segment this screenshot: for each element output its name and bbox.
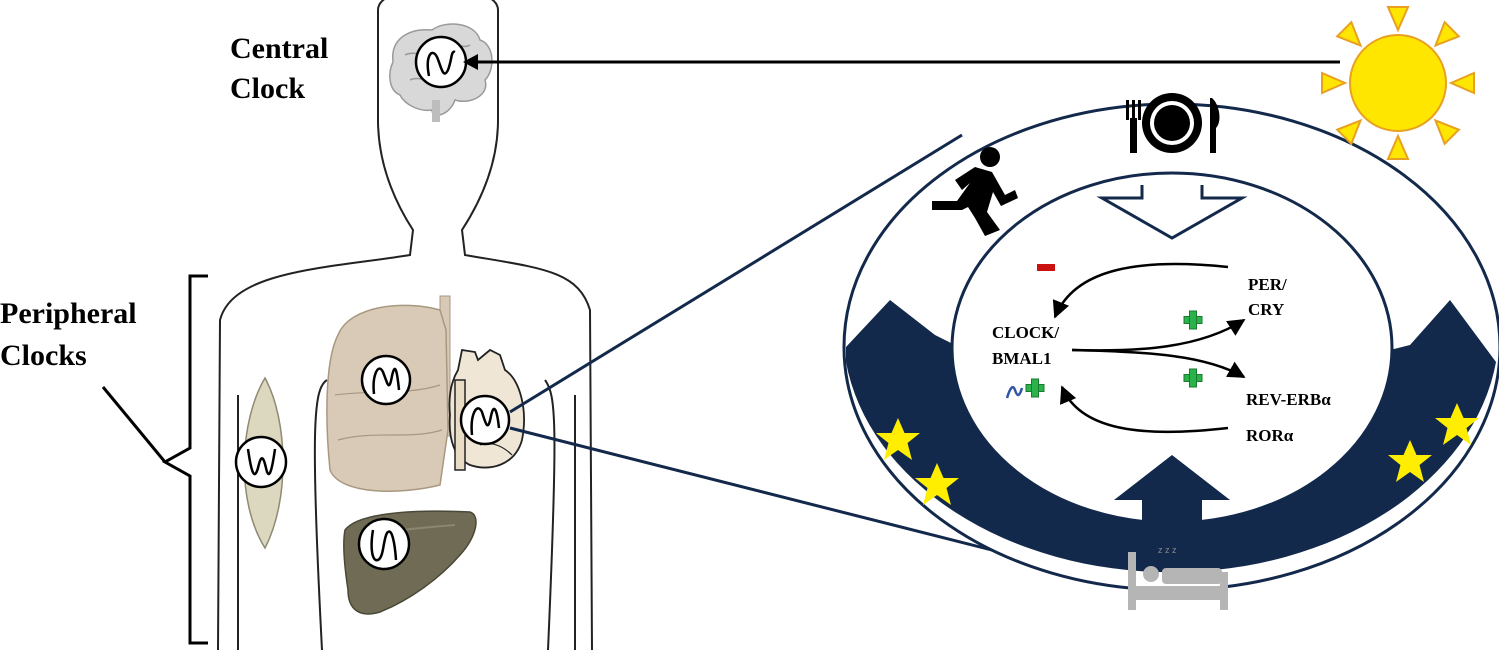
clock-symbol-lungs — [360, 354, 412, 406]
human-body-outline — [217, 0, 593, 650]
oscillation-wave-icon — [1005, 386, 1024, 399]
sleep-input-arrow — [1114, 455, 1230, 548]
molecular-feedback-loop: CLOCK/ BMAL1 PER/ CRY REV-ERBα RORα — [992, 262, 1331, 445]
bed-icon: z z z — [1128, 545, 1228, 610]
clock-symbol-heart — [459, 394, 511, 446]
plate-cutlery-icon — [1126, 93, 1220, 153]
per-cry-label-2: CRY — [1248, 300, 1284, 319]
minus-sign — [1037, 264, 1055, 271]
sun-icon — [1321, 6, 1475, 160]
clock-symbol-brain — [414, 35, 468, 89]
clock-bmal1-label-1: CLOCK/ — [992, 323, 1059, 342]
runner-icon — [932, 147, 1018, 236]
central-clock-label-2: Clock — [230, 72, 305, 105]
rev-erb-label: REV-ERBα — [1246, 390, 1331, 409]
peripheral-bracket — [101, 274, 208, 645]
peripheral-clocks-label-1: Peripheral — [0, 297, 137, 330]
ror-label: RORα — [1246, 426, 1294, 445]
clock-bmal1-label-2: BMAL1 — [992, 349, 1052, 368]
light-signal-arrow — [463, 54, 1340, 70]
sleep-zzz: z z z — [1158, 545, 1177, 555]
central-clock-label-1: Central — [230, 32, 328, 65]
clock-symbol-muscle — [234, 435, 288, 489]
liver-icon — [343, 510, 477, 615]
peripheral-clocks-label-2: Clocks — [0, 339, 87, 372]
food-input-arrow — [1096, 185, 1248, 240]
per-cry-label-1: PER/ — [1248, 275, 1287, 294]
clock-symbol-liver — [357, 517, 411, 571]
